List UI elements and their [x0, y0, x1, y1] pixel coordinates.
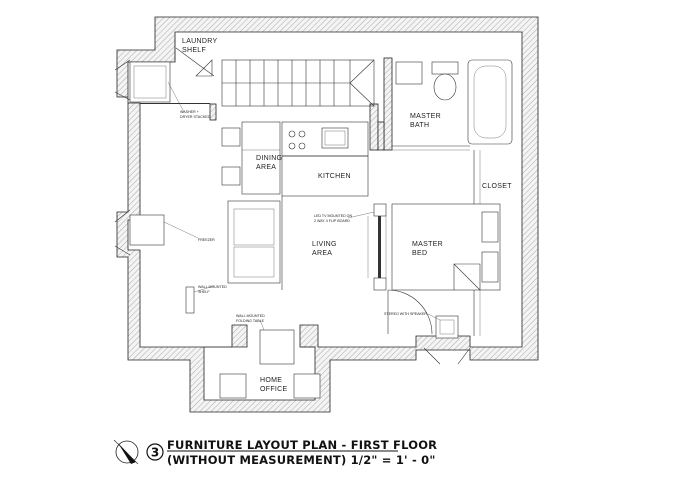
dining-area	[221, 121, 281, 195]
annotations: WASHER +DRYER STACKED FREEZER WALL MOUNT…	[180, 110, 441, 323]
tv-board	[378, 216, 381, 278]
burner	[298, 142, 306, 150]
freezer	[129, 214, 165, 246]
home-office	[204, 319, 321, 399]
detail-number: 3	[151, 446, 159, 460]
sofa	[227, 200, 281, 284]
tv-support	[373, 277, 387, 291]
tv-support	[373, 203, 387, 217]
toilet-tank	[431, 61, 459, 75]
freezer-zone	[114, 209, 215, 314]
master-bedroom	[387, 203, 501, 335]
partition-bath-kitchen	[369, 103, 379, 151]
folding-table	[259, 329, 295, 365]
dining-table	[241, 121, 281, 195]
burner	[298, 130, 306, 138]
dining-chair	[221, 127, 241, 147]
speaker-box	[435, 315, 459, 339]
kitchen-sink	[321, 127, 349, 149]
stereo-speaker	[423, 315, 471, 365]
living-area	[227, 196, 387, 291]
office-chair	[293, 373, 321, 399]
label-closet: CLOSET	[482, 183, 512, 190]
kitchen	[281, 121, 369, 197]
note-washer: WASHER +DRYER STACKED	[180, 110, 211, 119]
stairs	[221, 59, 375, 107]
label-kitchen: KITCHEN	[318, 173, 351, 180]
partition-bath-west	[383, 57, 393, 151]
bathtub	[467, 59, 513, 145]
toilet-bowl	[433, 73, 457, 101]
partition-laundry	[209, 103, 217, 121]
north-arrow-icon	[113, 439, 139, 465]
washer-dryer	[129, 61, 171, 103]
partition-stub	[377, 121, 385, 151]
burner	[288, 142, 296, 150]
title-block: 3 FURNITURE LAYOUT PLAN - FIRST FLOOR (W…	[113, 438, 437, 467]
burner	[288, 130, 296, 138]
pillow	[481, 211, 499, 243]
master-bath	[392, 59, 513, 151]
dining-chair	[221, 166, 241, 186]
title-line-2: (WITHOUT MEASUREMENT) 1/2" = 1' - 0"	[167, 453, 436, 467]
note-speaker: STEREO WITH SPEAKER	[384, 312, 427, 316]
office-chair	[219, 373, 247, 399]
wall-shelf	[185, 286, 195, 314]
pillow	[481, 251, 499, 283]
laundry-area	[114, 38, 215, 113]
note-freezer: FREEZER	[198, 238, 215, 242]
title-line-1: FURNITURE LAYOUT PLAN - FIRST FLOOR	[167, 438, 437, 452]
detail-number-circle	[146, 443, 164, 461]
bath-vanity	[395, 61, 423, 85]
